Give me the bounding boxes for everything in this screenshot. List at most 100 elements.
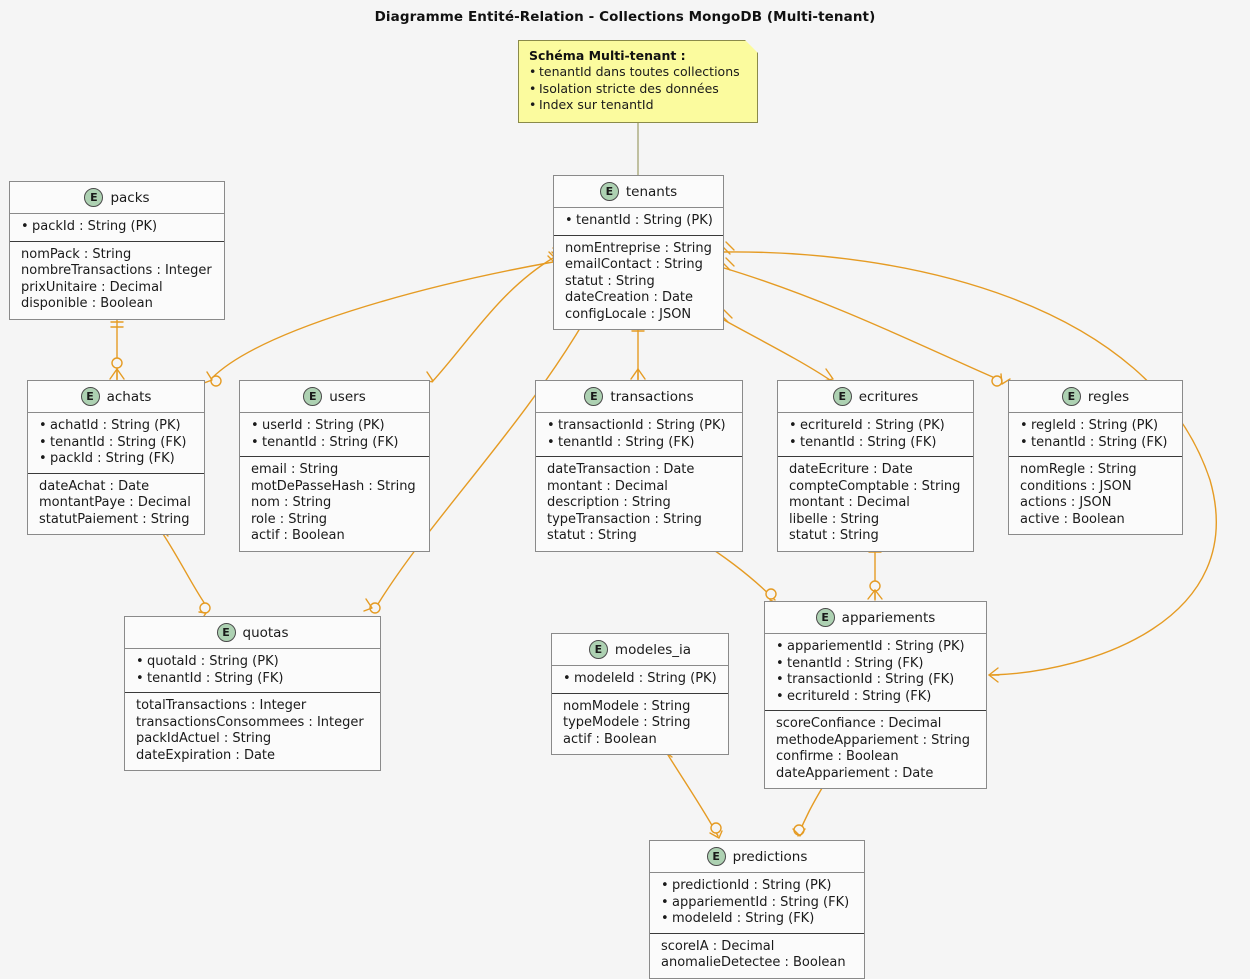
- entity-attributes: nomModele : String typeModele : String a…: [552, 694, 728, 755]
- entity-keys: modeleId : String (PK): [552, 666, 728, 694]
- entity-attribute: emailContact : String: [565, 257, 703, 272]
- entity-users[interactable]: E users userId : String (PK) tenantId : …: [239, 380, 430, 552]
- entity-predictions[interactable]: E predictions predictionId : String (PK)…: [649, 840, 865, 979]
- entity-header: E quotas: [125, 617, 380, 649]
- entity-attribute: dateAppariement : Date: [776, 765, 934, 781]
- entity-icon: E: [216, 623, 236, 642]
- page-title: Diagramme Entité-Relation - Collections …: [374, 9, 876, 25]
- entity-regles[interactable]: E regles regleId : String (PK) tenantId …: [1008, 380, 1183, 535]
- entity-title: quotas: [242, 624, 289, 641]
- entity-packs[interactable]: E packs packId : String (PK) nomPack : S…: [9, 181, 225, 320]
- entity-header: E users: [240, 381, 429, 413]
- entity-keys: transactionId : String (PK) tenantId : S…: [536, 413, 742, 457]
- entity-attribute: montant : Decimal: [547, 478, 668, 494]
- entity-attributes: dateEcriture : Date compteComptable : St…: [778, 457, 973, 551]
- entity-key-attribute: packId : String (PK): [21, 219, 213, 236]
- entity-attributes: dateAchat : Date montantPaye : Decimal s…: [28, 474, 204, 535]
- entity-icon: E: [303, 387, 323, 406]
- entity-attribute: dateAchat : Date: [39, 478, 150, 494]
- entity-attribute: email : String: [251, 462, 339, 477]
- entity-attribute: description : String: [547, 495, 671, 510]
- entity-header: E achats: [28, 381, 204, 413]
- entity-attribute: typeTransaction : String: [547, 511, 702, 527]
- entity-transactions[interactable]: E transactions transactionId : String (P…: [535, 380, 743, 552]
- entity-attribute: scoreIA : Decimal: [661, 938, 775, 954]
- note-line: Isolation stricte des données: [529, 81, 747, 98]
- entity-ecritures[interactable]: E ecritures ecritureId : String (PK) ten…: [777, 380, 974, 552]
- entity-attribute: anomalieDetectee : Boolean: [661, 955, 846, 970]
- entity-key-attribute: predictionId : String (PK): [661, 878, 853, 895]
- entity-attribute: montant : Decimal: [789, 495, 910, 510]
- entity-attribute: compteComptable : String: [789, 478, 961, 494]
- entity-icon: E: [80, 387, 100, 406]
- entity-attribute: totalTransactions : Integer: [136, 698, 307, 713]
- entity-title: packs: [110, 189, 150, 206]
- entity-icon: E: [706, 847, 726, 866]
- entity-attribute: nombreTransactions : Integer: [21, 263, 212, 278]
- entity-header: E modeles_ia: [552, 634, 728, 666]
- entity-keys: quotaId : String (PK) tenantId : String …: [125, 649, 380, 693]
- entity-icon: E: [588, 640, 608, 659]
- entity-attribute: statut : String: [547, 528, 637, 543]
- entity-key-attribute: modeleId : String (FK): [661, 911, 853, 928]
- entity-tenants[interactable]: E tenants tenantId : String (PK) nomEntr…: [553, 175, 724, 330]
- entity-attribute: actif : Boolean: [563, 731, 657, 747]
- entity-attribute: configLocale : JSON: [565, 306, 692, 322]
- entity-key-attribute: ecritureId : String (FK): [776, 689, 975, 706]
- entity-keys: predictionId : String (PK) appariementId…: [650, 873, 864, 934]
- entity-key-attribute: tenantId : String (FK): [39, 435, 193, 452]
- entity-achats[interactable]: E achats achatId : String (PK) tenantId …: [27, 380, 205, 535]
- entity-header: E regles: [1009, 381, 1182, 413]
- entity-header: E transactions: [536, 381, 742, 413]
- entity-quotas[interactable]: E quotas quotaId : String (PK) tenantId …: [124, 616, 381, 771]
- entity-appariements[interactable]: E appariements appariementId : String (P…: [764, 601, 987, 789]
- entity-icon: E: [832, 387, 852, 406]
- entity-keys: regleId : String (PK) tenantId : String …: [1009, 413, 1182, 457]
- entity-attribute: prixUnitaire : Decimal: [21, 279, 163, 295]
- entity-attributes: email : String motDePasseHash : String n…: [240, 457, 429, 551]
- entity-key-attribute: tenantId : String (FK): [547, 435, 731, 452]
- entity-attribute: transactionsConsommees : Integer: [136, 714, 364, 730]
- entity-key-attribute: achatId : String (PK): [39, 418, 193, 435]
- entity-attribute: motDePasseHash : String: [251, 478, 416, 494]
- entity-attributes: nomRegle : String conditions : JSON acti…: [1009, 457, 1182, 534]
- entity-keys: ecritureId : String (PK) tenantId : Stri…: [778, 413, 973, 457]
- entity-keys: appariementId : String (PK) tenantId : S…: [765, 634, 986, 711]
- note-line: tenantId dans toutes collections: [529, 64, 747, 81]
- entity-keys: userId : String (PK) tenantId : String (…: [240, 413, 429, 457]
- entity-keys: tenantId : String (PK): [554, 208, 723, 236]
- entity-icon: E: [84, 188, 104, 207]
- entity-attributes: scoreConfiance : Decimal methodeAppariem…: [765, 711, 986, 788]
- entity-key-attribute: ecritureId : String (PK): [789, 418, 962, 435]
- entity-icon: E: [584, 387, 604, 406]
- entity-attribute: nomModele : String: [563, 698, 691, 714]
- entity-title: regles: [1087, 388, 1130, 405]
- entity-title: ecritures: [858, 388, 919, 405]
- entity-attributes: scoreIA : Decimal anomalieDetectee : Boo…: [650, 934, 864, 978]
- entity-attribute: disponible : Boolean: [21, 296, 153, 311]
- entity-key-attribute: tenantId : String (FK): [1020, 435, 1171, 452]
- entity-attribute: nomPack : String: [21, 246, 132, 262]
- entity-key-attribute: regleId : String (PK): [1020, 418, 1171, 435]
- entity-attribute: dateCreation : Date: [565, 290, 694, 305]
- entity-attribute: packIdActuel : String: [136, 731, 272, 746]
- entity-icon: E: [815, 608, 835, 627]
- entity-attributes: nomEntreprise : String emailContact : St…: [554, 236, 723, 330]
- entity-attribute: dateTransaction : Date: [547, 462, 695, 477]
- entity-attribute: actions : JSON: [1020, 495, 1112, 510]
- entity-key-attribute: tenantId : String (FK): [251, 435, 418, 452]
- entity-title: predictions: [732, 848, 808, 865]
- entity-attributes: totalTransactions : Integer transactions…: [125, 693, 380, 770]
- entity-attributes: nomPack : String nombreTransactions : In…: [10, 242, 224, 319]
- entity-title: appariements: [841, 609, 936, 626]
- entity-attribute: nomEntreprise : String: [565, 240, 712, 256]
- entity-header: E appariements: [765, 602, 986, 634]
- entity-header: E ecritures: [778, 381, 973, 413]
- entity-attribute: libelle : String: [789, 511, 880, 527]
- entity-modeles-ia[interactable]: E modeles_ia modeleId : String (PK) nomM…: [551, 633, 729, 755]
- entity-key-attribute: transactionId : String (PK): [547, 418, 731, 435]
- entity-title: users: [329, 388, 366, 405]
- entity-attribute: actif : Boolean: [251, 528, 345, 543]
- entity-key-attribute: appariementId : String (FK): [661, 895, 853, 912]
